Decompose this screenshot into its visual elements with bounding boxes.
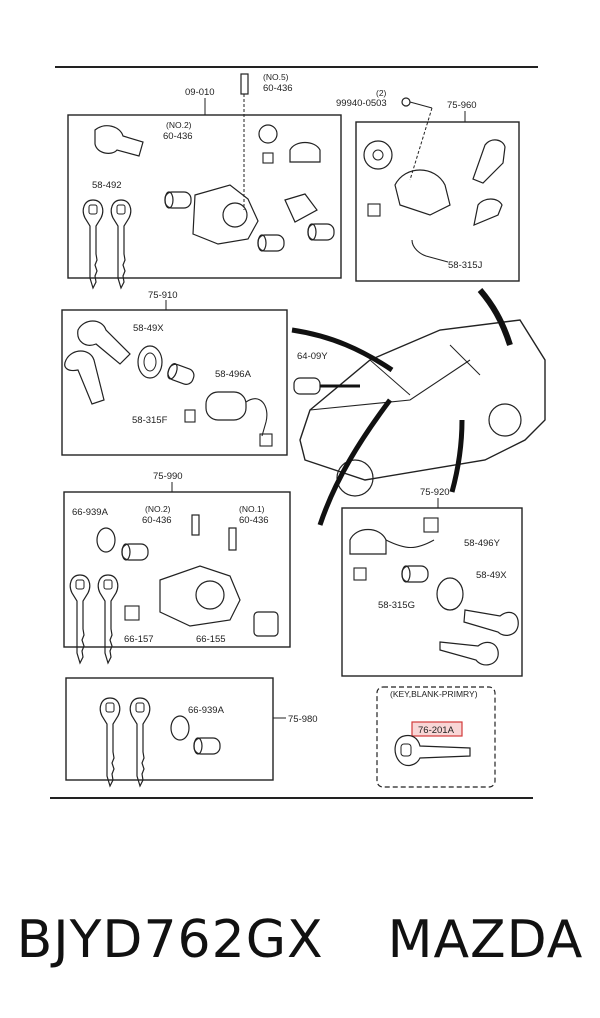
- brand-name: MAZDA: [387, 910, 584, 970]
- label-no2-b: (NO.2): [145, 504, 171, 514]
- label-no2-a: (NO.2): [166, 120, 192, 130]
- label-66-157: 66-157: [124, 634, 154, 645]
- box-09-010: 09-010 (NO.5) 60-436 (NO.2) 60-436 58-49…: [67, 72, 342, 289]
- label-60-436-c: 60-436: [239, 515, 269, 526]
- label-76-201a: 76-201A: [418, 725, 455, 736]
- label-64-09y: 64-09Y: [297, 351, 328, 362]
- vehicle-illustration: 64-09Y: [291, 288, 546, 526]
- label-58-315g: 58-315G: [378, 600, 415, 611]
- label-qty-2: (2): [376, 88, 387, 98]
- label-66-155: 66-155: [196, 634, 226, 645]
- label-58-49x-b: 58-49X: [476, 570, 507, 581]
- highlight-76-201a: [411, 721, 463, 737]
- label-58-315f: 58-315F: [132, 415, 168, 426]
- label-58-496a: 58-496A: [215, 369, 252, 380]
- label-66-939a-a: 66-939A: [72, 507, 109, 518]
- label-60-436-b: 60-436: [142, 515, 172, 526]
- part-number: BJYD762GX: [16, 910, 324, 970]
- label-75-980: 75-980: [288, 714, 318, 725]
- label-58-496y: 58-496Y: [464, 538, 501, 549]
- label-no5: (NO.5): [263, 72, 289, 82]
- box-75-910: 75-910 58-49X 58-496A 58-315F: [61, 290, 288, 456]
- box-75-980: 75-980 66-939A: [65, 677, 318, 787]
- label-66-939a-b: 66-939A: [188, 705, 225, 716]
- label-75-960: 75-960: [447, 100, 477, 111]
- label-75-990: 75-990: [153, 471, 183, 482]
- label-58-315j: 58-315J: [448, 260, 483, 271]
- key-blank-box: (KEY,BLANK-PRIMRY) 76-201A: [376, 686, 496, 788]
- label-09-010: 09-010: [185, 87, 215, 98]
- label-60-436-top: 60-436: [263, 83, 293, 94]
- label-no1: (NO.1): [239, 504, 265, 514]
- label-75-910: 75-910: [148, 290, 178, 301]
- label-99940-0503: 99940-0503: [336, 98, 387, 109]
- label-key-blank-primry: (KEY,BLANK-PRIMRY): [390, 689, 478, 699]
- label-58-49x-a: 58-49X: [133, 323, 164, 334]
- label-58-492: 58-492: [92, 180, 122, 191]
- product-caption: BJYD762GX MAZDA: [0, 895, 600, 985]
- box-75-920: 75-920 58-496Y 58-315G 58-49X: [341, 487, 523, 677]
- label-60-436-a: 60-436: [163, 131, 193, 142]
- label-75-920: 75-920: [420, 487, 450, 498]
- box-75-990: 75-990 66-939A (NO.2) 60-436 (NO.1) 60-4…: [63, 471, 291, 664]
- box-75-960: (2) 99940-0503 75-960 58-315J: [336, 88, 520, 282]
